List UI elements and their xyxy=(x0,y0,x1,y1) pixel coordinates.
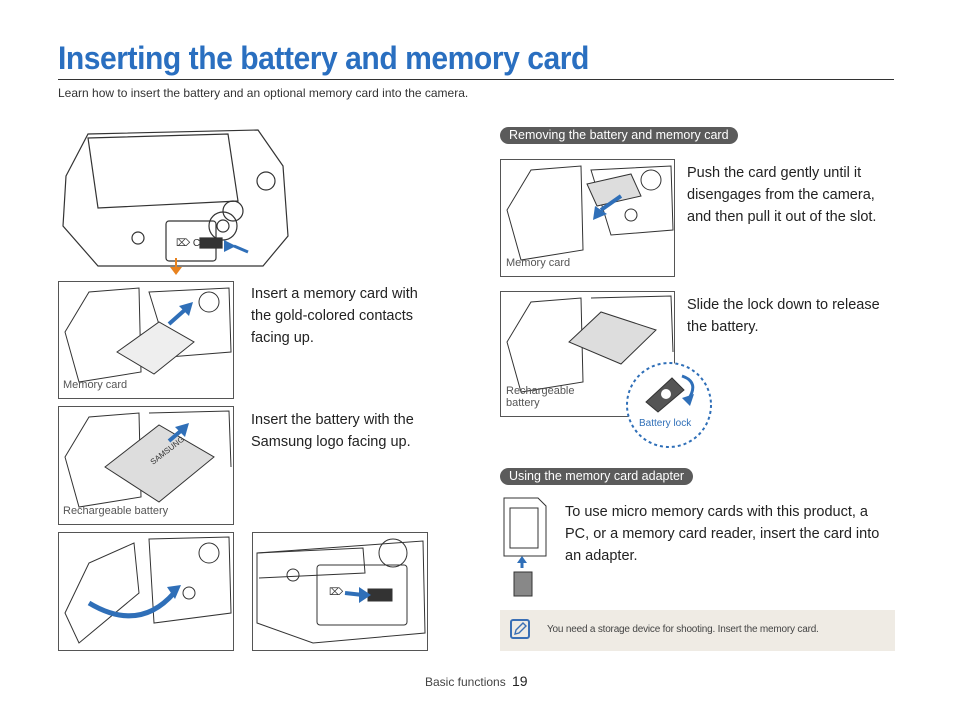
card-caption: Memory card xyxy=(63,379,128,391)
adapter-instruction: To use micro memory cards with this prod… xyxy=(565,504,880,564)
footer-section: Basic functions xyxy=(425,675,506,689)
removing-heading: Removing the battery and memory card xyxy=(500,127,738,144)
adapter-illustration xyxy=(498,496,550,600)
adapter-heading: Using the memory card adapter xyxy=(500,468,694,485)
camera-bottom-illustration: ⌦ CE xyxy=(58,126,294,276)
lock-cover-figure: ⌦ xyxy=(252,532,428,651)
remove-card-instruction: Push the card gently until it disengages… xyxy=(687,165,877,225)
remove-battery-caption: Rechargeable battery xyxy=(506,385,575,409)
remove-battery-instruction: Slide the lock down to release the batte… xyxy=(687,297,880,335)
insert-card-figure: Memory card xyxy=(58,281,234,399)
battery-lock-caption: Battery lock xyxy=(639,418,692,429)
page-number: 19 xyxy=(512,673,528,689)
title-divider xyxy=(58,79,894,80)
page-subtitle: Learn how to insert the battery and an o… xyxy=(58,86,469,100)
svg-text:⌦: ⌦ xyxy=(329,587,344,598)
remove-card-caption: Memory card xyxy=(506,257,571,269)
note-text: You need a storage device for shooting. … xyxy=(547,624,819,635)
battery-caption: Rechargeable battery xyxy=(63,505,169,517)
battery-lock-detail: Battery lock xyxy=(624,360,714,450)
close-cover-figure xyxy=(58,532,234,651)
step2-instruction: Insert the battery with the Samsung logo… xyxy=(251,412,414,450)
svg-text:⌦ CE: ⌦ CE xyxy=(176,238,207,249)
note-box xyxy=(500,610,895,651)
step1-instruction: Insert a memory card with the gold-color… xyxy=(251,286,418,346)
page-title: Inserting the battery and memory card xyxy=(58,40,589,76)
remove-card-figure: Memory card xyxy=(500,159,675,277)
insert-battery-figure: SAMSUNG Rechargeable battery xyxy=(58,406,234,525)
note-pencil-icon xyxy=(510,619,530,639)
